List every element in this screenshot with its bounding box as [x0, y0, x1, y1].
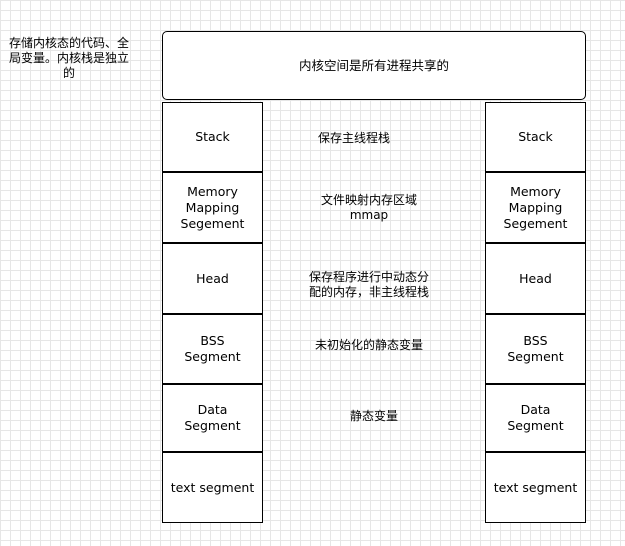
right-bss-segment: BSS Segment — [485, 314, 586, 384]
right-text-segment: text segment — [485, 452, 586, 523]
desc-data: 静态变量 — [349, 408, 398, 423]
left-bss-segment: BSS Segment — [162, 314, 263, 384]
right-heap-segment: Head — [485, 243, 586, 314]
desc-memory-mapping: 文件映射内存区域 mmap — [320, 193, 417, 222]
left-memory-mapping-segment: Memory Mapping Segement — [162, 172, 263, 243]
kernel-space-label: 内核空间是所有进程共享的 — [298, 57, 449, 73]
right-stack-segment: Stack — [485, 102, 586, 172]
left-text-segment: text segment — [162, 452, 263, 523]
kernel-space-box: 内核空间是所有进程共享的 — [162, 31, 586, 100]
left-data-segment: Data Segment — [162, 384, 263, 452]
right-data-segment: Data Segment — [485, 384, 586, 452]
left-stack-segment: Stack — [162, 102, 263, 172]
desc-heap: 保存程序进行中动态分配的内存，非主线程栈 — [308, 270, 429, 299]
right-memory-mapping-segment: Memory Mapping Segement — [485, 172, 586, 243]
kernel-note: 存储内核态的代码、全局变量。内核栈是独立的 — [8, 35, 129, 80]
desc-bss: 未初始化的静态变量 — [314, 337, 423, 352]
left-heap-segment: Head — [162, 243, 263, 314]
desc-stack: 保存主线程栈 — [317, 130, 390, 145]
